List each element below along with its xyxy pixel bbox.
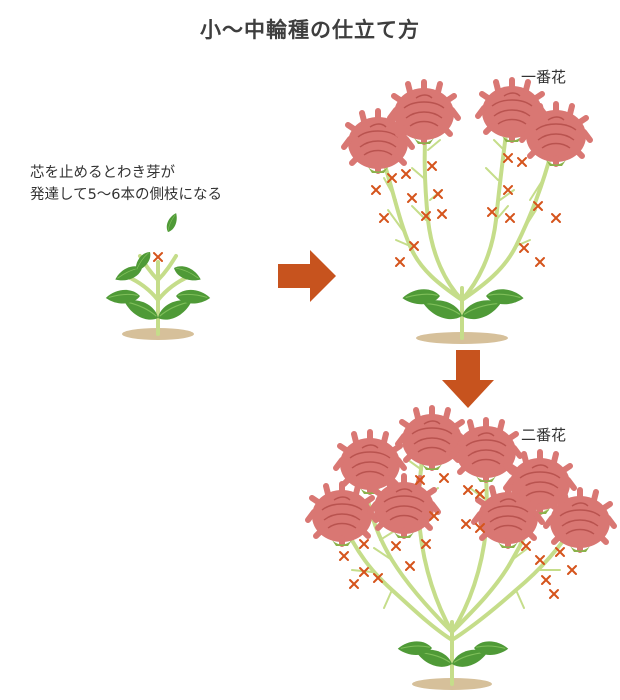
pinching-note-line-2: 発達して5〜6本の側枝になる [30,187,223,203]
second-flower-label: 二番花 [521,426,567,444]
second-flower-plant [308,408,614,690]
right-arrow-icon [278,250,336,302]
first-flower-label: 一番花 [521,68,567,86]
pinch-mark [153,252,163,262]
page-title: 小〜中輪種の仕立て方 [200,18,420,42]
down-arrow-icon [442,350,494,408]
first-flower-plant [344,80,590,344]
pinched-seedling [104,211,212,340]
pinching-note: 芯を止めるとわき芽が 発達して5〜6本の側枝になる [30,162,222,206]
pinching-note-line-1: 芯を止めるとわき芽が [30,165,175,181]
